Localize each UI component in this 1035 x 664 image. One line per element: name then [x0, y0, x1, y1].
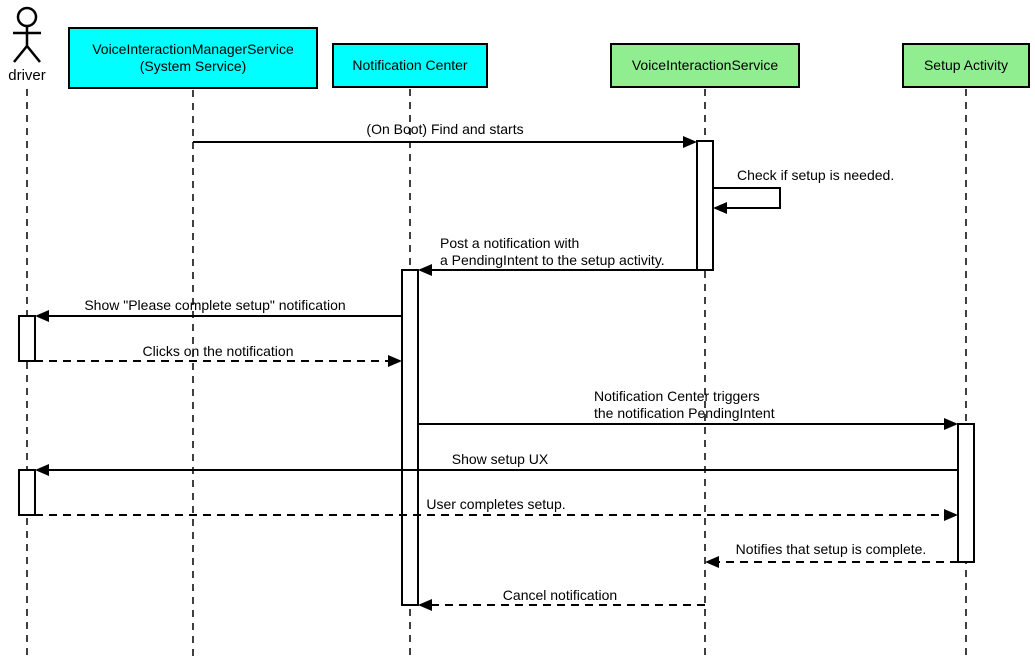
arrowhead-show-complete-setup-notification [35, 310, 49, 322]
arrowhead-notifies-setup-complete [705, 556, 719, 568]
message-cancel-notification: Cancel notification [502, 587, 618, 603]
solid-arrows [41, 141, 958, 471]
arrowhead-triggers-pendingintent [944, 418, 958, 430]
notification-center-activation [401, 269, 419, 606]
setup-activity-activation [957, 423, 975, 563]
message-check-setup: Check if setup is needed. [737, 167, 895, 183]
dashed-arrows [35, 360, 958, 606]
actor-driver-label: driver [8, 67, 46, 84]
participant-voice-interaction-manager-service: VoiceInteractionManagerService (System S… [68, 27, 318, 89]
activation-bars [18, 140, 975, 606]
arrowhead-on-boot-find-and-starts [683, 136, 697, 148]
message-on-boot-find-and-starts: (On Boot) Find and starts [366, 121, 524, 137]
message-show-setup-ux: Show setup UX [451, 451, 549, 467]
actor-figure [13, 6, 41, 63]
message-post-notification: Post a notification with a PendingIntent… [440, 235, 665, 268]
message-notifies-setup-complete: Notifies that setup is complete. [735, 541, 927, 557]
arrowhead-cancel-notification [418, 599, 432, 611]
message-show-complete-setup-notification: Show "Please complete setup" notificatio… [84, 297, 346, 313]
voice-interaction-service-activation [696, 140, 714, 271]
self-message-loop-check-setup [713, 187, 781, 209]
driver-activation-1 [18, 315, 36, 362]
message-triggers-pendingintent: Notification Center triggers the notific… [594, 388, 775, 421]
actor-right-leg [26, 45, 41, 63]
arrowhead-user-completes-setup [944, 509, 958, 521]
participant-setup-activity: Setup Activity [902, 43, 1030, 88]
participant-voice-interaction-service: VoiceInteractionService [610, 43, 800, 88]
arrowhead-check-setup [713, 202, 727, 214]
arrowheads [35, 136, 958, 611]
message-clicks-notification: Clicks on the notification [142, 343, 294, 359]
driver-activation-2 [18, 469, 36, 516]
arrowhead-clicks-notification [388, 355, 402, 367]
participant-notification-center: Notification Center [332, 43, 488, 88]
actor-left-leg [13, 45, 28, 63]
message-user-completes-setup: User completes setup. [426, 496, 566, 512]
actor-head [16, 6, 38, 28]
arrowhead-post-notification [418, 264, 432, 276]
arrowhead-show-setup-ux [35, 464, 49, 476]
